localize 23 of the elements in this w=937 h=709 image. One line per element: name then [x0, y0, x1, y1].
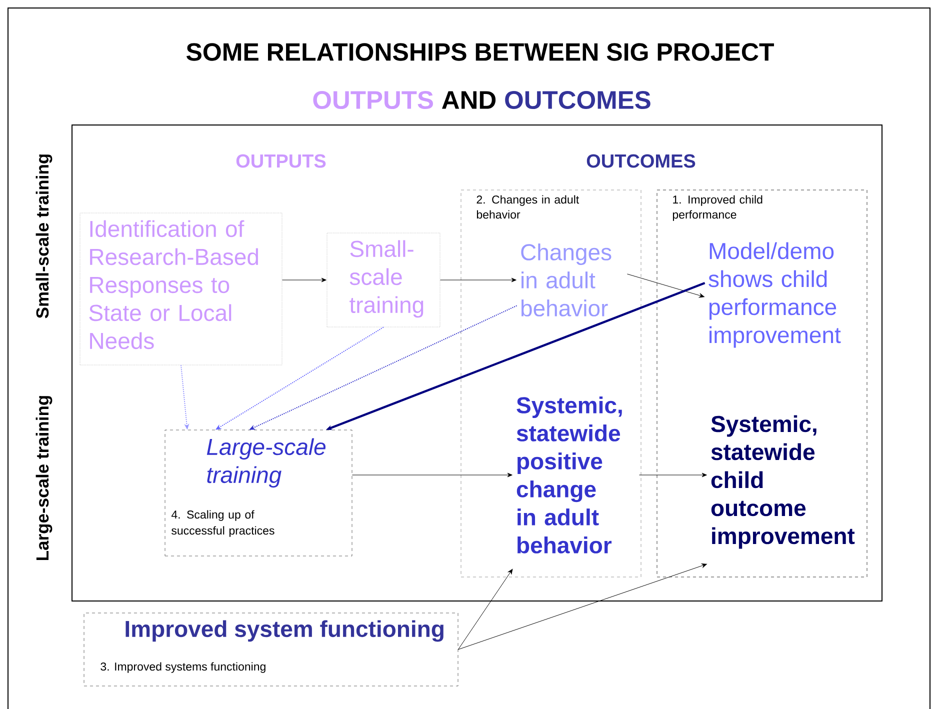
outcome-text: Systemic, statewide positive change in adult behavior — [516, 396, 622, 554]
title: SOME RELATIONSHIPS BETWEEN SIG PROJECT — [186, 43, 774, 61]
arrow — [458, 564, 707, 650]
row-heading: Small-scale training — [36, 154, 52, 318]
row-heading: Large-scale training — [36, 396, 52, 560]
outcome-text: Model/demo shows child performance improvement — [708, 242, 841, 348]
outcome-text: Changes in adult behavior — [521, 244, 612, 316]
title: OUTCOMES — [505, 90, 650, 110]
arrow — [352, 472, 512, 478]
text-box: Small-scale training — [326, 232, 440, 328]
title: OUTPUTS — [313, 90, 433, 110]
arrow — [440, 278, 516, 282]
column-heading: OUTPUTS — [236, 154, 326, 168]
arrow — [282, 278, 326, 282]
arrow — [458, 568, 513, 650]
column-heading: OUTCOMES — [586, 154, 696, 168]
title: AND — [442, 91, 496, 109]
arrow — [626, 274, 704, 298]
outcome-text: Systemic, statewide child outcome improvement — [711, 415, 855, 549]
arrow — [638, 472, 707, 478]
text-box: Large-scale training 4. Scaling up of successful practices — [164, 430, 352, 556]
text-box: Improved system functioning 3. Improved systems functioning — [84, 612, 458, 686]
text-box: Identification of Research-Based Responses to State or Local Needs — [80, 212, 282, 366]
